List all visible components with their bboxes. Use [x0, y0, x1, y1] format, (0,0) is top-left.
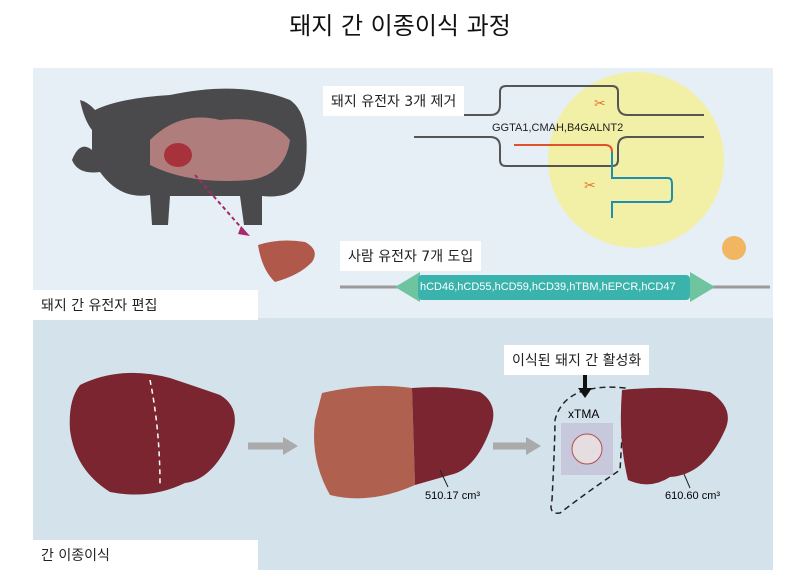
volume-2: 610.60 cm³ — [665, 490, 721, 502]
knockin-label: 사람 유전자 7개 도입 — [340, 241, 482, 271]
scissors-icon: ✂ — [594, 96, 606, 112]
pacman-icon — [722, 236, 746, 261]
liver-graft-1 — [412, 387, 494, 485]
small-liver-icon — [258, 240, 315, 282]
knockout-label: 돼지 유전자 3개 제거 — [323, 86, 465, 116]
crispr-highlight-circle — [548, 72, 724, 248]
activation-label: 이식된 돼지 간 활성화 — [504, 345, 650, 375]
knockout-genes: GGTA1,CMAH,B4GALNT2 — [492, 122, 624, 134]
dna-strands — [414, 85, 704, 167]
liver-resected — [314, 385, 415, 499]
gene-editing-label: 돼지 간 유전자 편집 — [33, 290, 258, 320]
transplant-label: 간 이종이식 — [33, 540, 258, 570]
gene-bar — [418, 275, 690, 300]
page-title: 돼지 간 이종이식 과정 — [289, 12, 511, 40]
scissors-icon: ✂ — [584, 178, 596, 194]
liver-graft-2 — [620, 387, 728, 485]
knockin-genes: hCD46,hCD55,hCD59,hCD39,hTBM,hEPCR,hCD47 — [420, 281, 676, 293]
xtma-label: xTMA — [568, 407, 600, 421]
volume-1: 510.17 cm³ — [425, 490, 481, 502]
regeneration-outline — [550, 386, 626, 514]
pig-illustration — [72, 88, 307, 236]
liver-original — [69, 372, 235, 495]
